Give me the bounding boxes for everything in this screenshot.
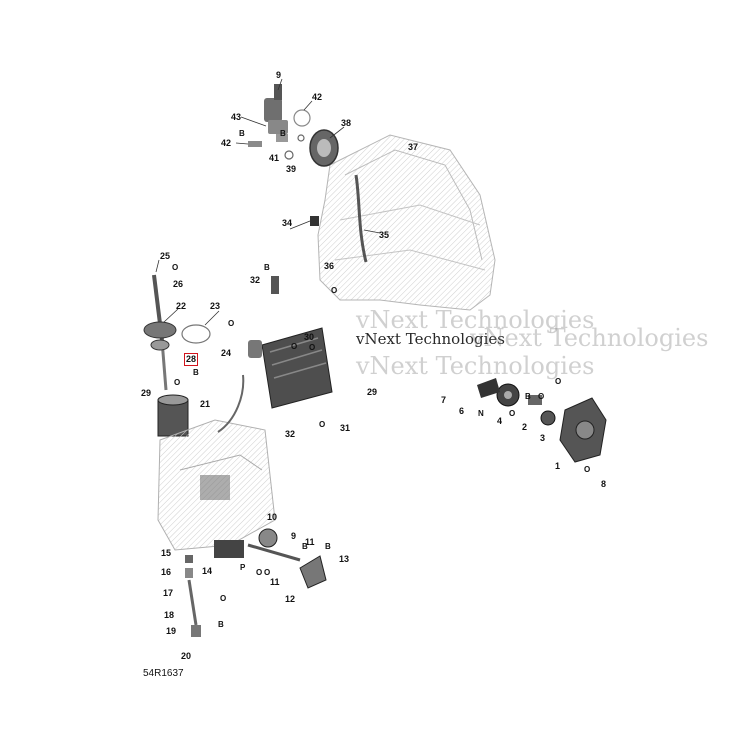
gasket-6 [477, 378, 500, 398]
symbol-o: O [264, 568, 271, 577]
callout-19[interactable]: 19 [166, 626, 177, 636]
screw-42 [248, 141, 262, 147]
sensor-33 [310, 216, 319, 226]
callout-26[interactable]: 26 [173, 279, 184, 289]
symbol-o: O [331, 286, 338, 295]
oil-filter-21 [157, 394, 189, 437]
callout-42[interactable]: 42 [221, 138, 232, 148]
harness [217, 374, 245, 433]
callout-33[interactable]: 34 [282, 218, 293, 228]
symbol-p: P [240, 563, 246, 572]
leader-lines [155, 78, 381, 326]
callout-9[interactable]: 9 [291, 531, 297, 541]
top-sensor-assembly [264, 84, 288, 142]
callout-35[interactable]: 36 [324, 261, 335, 271]
callout-8[interactable]: 8 [601, 479, 607, 489]
symbol-b: B [325, 542, 331, 551]
symbol-b: B [525, 392, 531, 401]
callout-36[interactable]: 37 [408, 142, 419, 152]
callout-14[interactable]: 14 [202, 566, 213, 576]
callout-11a[interactable]: 11 [305, 537, 315, 547]
callout-20[interactable]: 20 [181, 651, 192, 661]
symbol-b: B [239, 129, 245, 138]
ring-23 [181, 324, 211, 344]
callout-22[interactable]: 22 [176, 301, 187, 311]
callout-31[interactable]: 32 [285, 429, 296, 439]
symbol-o: O [291, 342, 298, 351]
symbol-o: O [220, 594, 227, 603]
callout-27-selected[interactable]: 28 [183, 353, 199, 366]
callout-28[interactable]: 29 [141, 388, 152, 398]
symbol-b: B [218, 620, 224, 629]
symbol-o: O [172, 263, 179, 272]
oil-cooler-30 [248, 327, 333, 409]
callout-10[interactable]: 10 [267, 512, 278, 522]
callout-6[interactable]: 6 [459, 406, 465, 416]
callout-12[interactable]: 12 [285, 594, 296, 604]
pulley-22 [143, 321, 177, 339]
symbol-o: O [228, 319, 235, 328]
callout-11b[interactable]: 11 [270, 577, 280, 587]
symbol-o: O [509, 409, 516, 418]
part-2 [528, 395, 542, 405]
callout-7[interactable]: 7 [441, 395, 447, 405]
symbol-b: B [302, 542, 308, 551]
water-pump-cover-1 [559, 397, 607, 463]
callout-38[interactable]: 39 [286, 164, 297, 174]
callout-21[interactable]: 21 [200, 399, 211, 409]
callout-4[interactable]: 4 [497, 416, 503, 426]
callout-25[interactable]: 25 [160, 251, 171, 261]
callout-17[interactable]: 17 [163, 588, 174, 598]
callout-1[interactable]: 1 [555, 461, 561, 471]
cover-12 [299, 555, 327, 589]
callout-2[interactable]: 2 [522, 422, 528, 432]
symbol-n: N [478, 409, 484, 418]
callout-34[interactable]: 35 [379, 230, 390, 240]
symbol-o: O [309, 343, 316, 352]
symbol-o: O [538, 392, 545, 401]
callout-43[interactable]: 43 [231, 112, 242, 122]
oil-pressure-assembly [185, 555, 201, 637]
ring-38 [284, 150, 294, 160]
symbol-b: B [264, 263, 270, 272]
callout-32[interactable]: 32 [250, 275, 261, 285]
symbol-o: O [256, 568, 263, 577]
callout-40[interactable]: 41 [269, 153, 280, 163]
callout-18[interactable]: 18 [164, 610, 175, 620]
callout-24[interactable]: 24 [221, 348, 232, 358]
gasket-14 [214, 540, 244, 558]
callout-28b[interactable]: 29 [367, 387, 378, 397]
symbol-o: O [584, 465, 591, 474]
o-ring-41 [293, 109, 311, 127]
engine-block [317, 134, 496, 311]
symbol-b: B [193, 368, 199, 377]
callout-13[interactable]: 13 [339, 554, 350, 564]
callout-3[interactable]: 3 [540, 433, 546, 443]
symbol-o: O [174, 378, 181, 387]
crankcase [157, 419, 276, 551]
symbol-o: O [555, 377, 562, 386]
ring-40 [297, 134, 305, 142]
callout-23[interactable]: 23 [210, 301, 221, 311]
callout-37[interactable]: 38 [341, 118, 352, 128]
part-3 [540, 410, 556, 426]
callout-15[interactable]: 15 [161, 548, 172, 558]
callout-30[interactable]: 31 [340, 423, 351, 433]
diagram-reference-code: 54R1637 [143, 668, 184, 679]
symbol-o: O [319, 420, 326, 429]
bolt-32 [271, 276, 279, 294]
gear-10 [258, 528, 278, 548]
callout-41[interactable]: 42 [312, 92, 323, 102]
callout-29[interactable]: 30 [304, 332, 315, 342]
shaft-9 [247, 543, 301, 562]
symbol-b: B [280, 129, 286, 138]
callout-39[interactable]: 9 [276, 70, 282, 80]
callout-16[interactable]: 16 [161, 567, 172, 577]
